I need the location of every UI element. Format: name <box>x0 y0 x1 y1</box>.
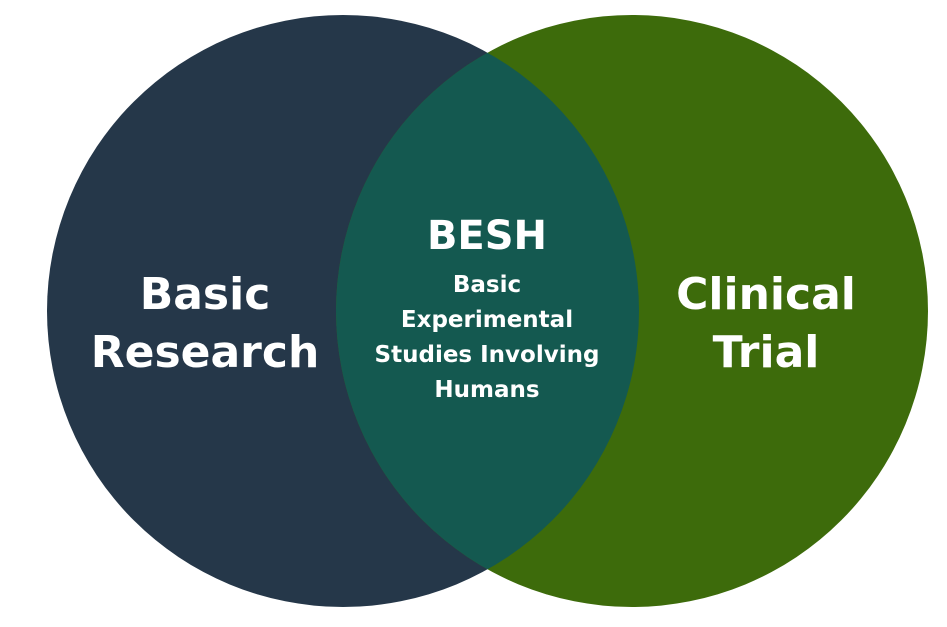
besh-line-4: Humans <box>434 377 540 403</box>
clinical-trial-line-1: Clinical <box>676 269 856 320</box>
basic-research-line-2: Research <box>90 327 320 378</box>
besh-line-3: Studies Involving <box>374 342 600 368</box>
basic-research-label: Basic Research <box>85 266 325 382</box>
besh-label: BESH Basic Experimental Studies Involvin… <box>347 212 627 408</box>
overlap-region <box>336 15 639 607</box>
clinical-trial-label: Clinical Trial <box>646 266 886 382</box>
basic-research-line-1: Basic <box>139 269 271 320</box>
besh-title: BESH <box>426 213 548 259</box>
clinical-trial-line-2: Trial <box>712 327 820 378</box>
besh-line-2: Experimental <box>400 307 574 333</box>
besh-line-1: Basic <box>452 272 522 298</box>
